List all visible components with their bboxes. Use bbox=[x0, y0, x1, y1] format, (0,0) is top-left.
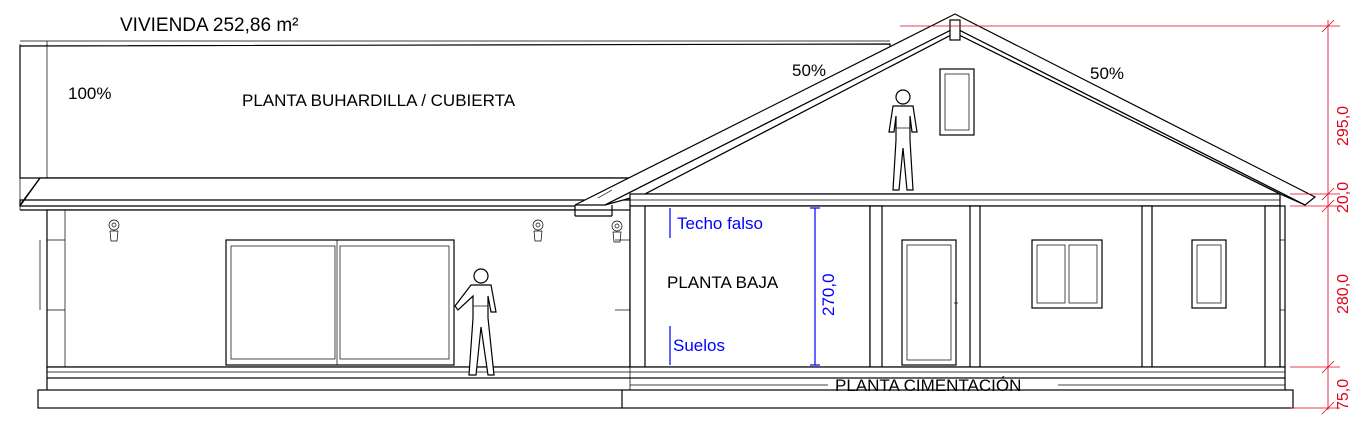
attic-level-label: PLANTA BUHARDILLA / CUBIERTA bbox=[242, 91, 516, 110]
gable-eave bbox=[629, 193, 1281, 207]
dimension-label: 295,0 bbox=[1335, 106, 1352, 146]
sliding-window bbox=[225, 239, 455, 366]
gable-left-slope-label: 50% bbox=[792, 61, 826, 80]
dimension-label: 20,0 bbox=[1335, 182, 1352, 213]
person-icon bbox=[888, 89, 918, 191]
wall-lamp-icon bbox=[611, 220, 623, 243]
foundation-level-label: PLANTA CIMENTACIÓN bbox=[835, 376, 1021, 395]
ground-level-label: PLANTA BAJA bbox=[667, 273, 779, 292]
wall-lamp-icon bbox=[108, 219, 120, 242]
drawing-title: VIVIENDA 252,86 m² bbox=[120, 15, 298, 36]
floor-label: Suelos bbox=[673, 336, 725, 355]
dimension-chain bbox=[900, 19, 1340, 415]
dimension-label: 280,0 bbox=[1335, 274, 1352, 314]
plinth bbox=[37, 366, 1294, 409]
ceiling-label: Techo falso bbox=[677, 214, 763, 233]
gable-wall bbox=[629, 205, 1286, 368]
small-window bbox=[1191, 239, 1227, 309]
double-window bbox=[1031, 239, 1103, 309]
wall-lamp-icon bbox=[532, 219, 544, 242]
gable-right-slope-label: 50% bbox=[1090, 64, 1124, 83]
person-icon bbox=[454, 268, 497, 376]
attic-window bbox=[939, 68, 975, 136]
left-roof-slope-label: 100% bbox=[68, 84, 111, 103]
front-door bbox=[901, 239, 958, 366]
dimension-label: 75,0 bbox=[1335, 379, 1352, 410]
height-label: 270,0 bbox=[819, 273, 838, 316]
